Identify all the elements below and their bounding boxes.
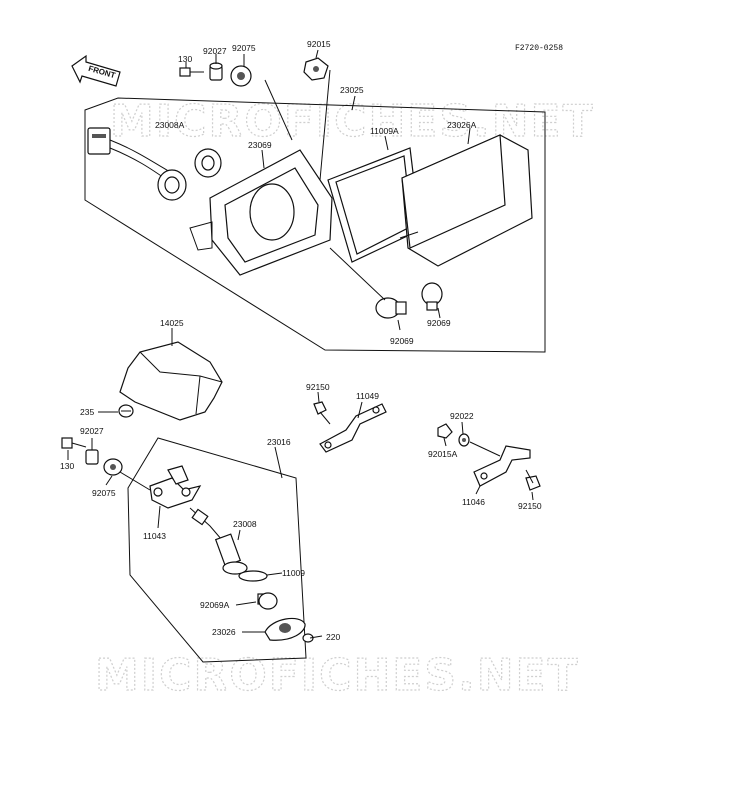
- bulb-92069-icon: [421, 282, 443, 311]
- bolt-130-icon: [179, 67, 204, 77]
- nut-92015a-icon: [437, 423, 453, 439]
- label-92150-right: 92150: [518, 501, 542, 511]
- gasket-11009-icon: [238, 570, 268, 582]
- wiring-harness-23008a-icon: [87, 127, 222, 201]
- label-130: 130: [178, 54, 192, 64]
- label-11046: 11046: [462, 497, 485, 507]
- label-92027-lower: 92027: [80, 426, 104, 436]
- label-23008: 23008: [233, 519, 257, 529]
- bolt-130-icon: [61, 437, 87, 449]
- screw-235-icon: [118, 404, 134, 418]
- label-92022: 92022: [450, 411, 474, 421]
- collar-92027-icon: [85, 449, 99, 465]
- washer-92022-icon: [458, 433, 470, 447]
- lamp-housing-23069-icon: [189, 149, 333, 276]
- lens-23026-icon: [264, 617, 306, 641]
- lens-cover-23026a-icon: [399, 134, 533, 267]
- label-92075: 92075: [232, 43, 256, 53]
- bulb-92069a-icon: [257, 592, 278, 610]
- bracket-11043-icon: [149, 465, 202, 509]
- gasket-11009a-icon: [327, 147, 421, 263]
- label-92069-bottom: 92069: [390, 336, 414, 346]
- watermark-bottom: MICROFICHES.NET: [95, 650, 580, 701]
- bulb-92069-icon: [375, 297, 407, 319]
- label-235: 235: [80, 407, 94, 417]
- label-23025: 23025: [340, 85, 364, 95]
- label-92069-right: 92069: [427, 318, 451, 328]
- label-23008a: 23008A: [155, 120, 185, 130]
- watermark-top: MICROFICHES.NET: [110, 96, 595, 147]
- label-23069: 23069: [248, 140, 272, 150]
- nut-92015-icon: [303, 57, 329, 81]
- diagram-code: F2720-0258: [515, 44, 563, 53]
- label-23026a: 23026A: [447, 120, 477, 130]
- label-11043: 11043: [143, 531, 166, 541]
- label-92075-lower: 92075: [92, 488, 116, 498]
- grommet-92075-icon: [103, 458, 123, 476]
- screw-220-icon: [302, 633, 323, 643]
- cover-14025-icon: [119, 341, 223, 421]
- grommet-92075-icon: [230, 65, 252, 87]
- front-arrow-icon: FRONT: [71, 54, 121, 87]
- upper-assembly-frame: [84, 97, 546, 353]
- label-11009a: 11009A: [370, 126, 399, 136]
- label-23016: 23016: [267, 437, 291, 447]
- label-23026: 23026: [212, 627, 236, 637]
- bolt-92150-icon: [313, 401, 331, 425]
- label-14025: 14025: [160, 318, 184, 328]
- label-11009: 11009: [282, 568, 305, 578]
- collar-92027-icon: [209, 62, 223, 81]
- label-220: 220: [326, 632, 340, 642]
- socket-23008-icon: [189, 507, 248, 575]
- bracket-11046-icon: [473, 445, 531, 487]
- bolt-92150-icon: [525, 469, 541, 491]
- label-92069a: 92069A: [200, 600, 230, 610]
- bracket-11049-icon: [319, 403, 387, 453]
- lower-assembly-frame: [127, 437, 307, 663]
- label-92015: 92015: [307, 39, 331, 49]
- label-92027: 92027: [203, 46, 227, 56]
- label-130-lower: 130: [60, 461, 74, 471]
- label-11049: 11049: [356, 391, 379, 401]
- label-92150-left: 92150: [306, 382, 330, 392]
- label-92015a: 92015A: [428, 449, 458, 459]
